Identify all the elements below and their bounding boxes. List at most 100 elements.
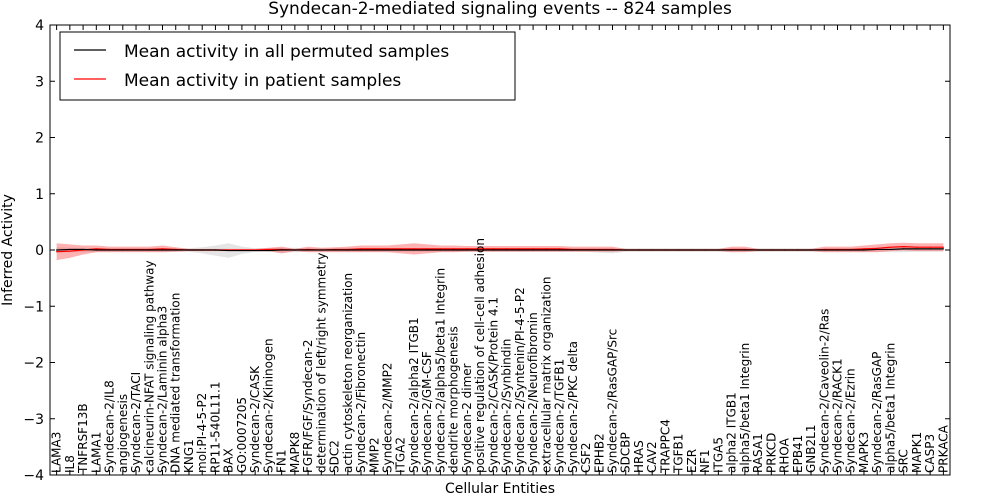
- point-permuted: [863, 249, 865, 251]
- x-tick-label: CASP3: [923, 434, 937, 473]
- x-tick-label: RHOA: [778, 437, 792, 473]
- point-permuted: [108, 249, 111, 251]
- point-patient: [426, 248, 428, 250]
- band-patient: [56, 242, 944, 261]
- point-permuted: [386, 249, 389, 251]
- x-tick-label: DNA mediated transformation: [169, 293, 183, 473]
- x-tick-label: EPHB2: [592, 433, 606, 473]
- point-permuted: [69, 248, 71, 251]
- point-permuted: [545, 249, 547, 251]
- x-tick-label: Syndecan-2/Neurofibromin: [526, 312, 540, 473]
- point-permuted: [360, 249, 362, 251]
- x-tick-label: calcineurin-NFAT signaling pathway: [142, 260, 156, 473]
- point-patient: [558, 248, 561, 250]
- point-permuted: [453, 249, 455, 251]
- point-patient: [916, 246, 918, 248]
- x-tick-label: CAV2: [645, 441, 659, 473]
- point-permuted: [903, 248, 905, 250]
- point-patient: [506, 248, 508, 250]
- point-permuted: [479, 249, 481, 251]
- y-tick-label: 0: [35, 243, 44, 259]
- y-tick-label: 1: [35, 187, 44, 203]
- point-permuted: [228, 249, 230, 252]
- x-tick-label: TGFB1: [672, 434, 686, 474]
- point-patient: [413, 248, 415, 250]
- point-permuted: [625, 249, 627, 251]
- x-tick-label: LAMA1: [89, 432, 103, 473]
- point-permuted: [836, 249, 839, 251]
- x-tick-label: Syndecan-2/Ezrin: [844, 368, 858, 473]
- point-permuted: [492, 249, 494, 251]
- x-tick-label: MAPK8: [288, 432, 302, 473]
- point-permuted: [664, 249, 667, 251]
- x-tick-label: angiogenesis: [116, 394, 130, 473]
- x-tick-label: SRC: [897, 449, 911, 473]
- point-patient: [532, 248, 534, 250]
- point-patient: [903, 246, 905, 248]
- point-permuted: [558, 249, 561, 251]
- y-tick-label: −2: [23, 356, 44, 372]
- legend-box: [59, 31, 516, 101]
- x-tick-label: Syndecan-2/TACI: [129, 372, 143, 473]
- x-tick-label: MAPK1: [910, 432, 924, 473]
- x-tick-label: Syndecan-2/MMP2: [381, 363, 395, 473]
- x-tick-label: EZR: [685, 449, 699, 473]
- point-patient: [386, 248, 389, 250]
- legend-label-patient: Mean activity in patient samples: [124, 71, 401, 91]
- x-tick-label: mol:PI-4-5-P2: [195, 393, 209, 473]
- y-tick-label: 3: [35, 74, 44, 90]
- point-permuted: [148, 249, 150, 251]
- plot-frame: [49, 24, 951, 476]
- y-tick-label: 2: [35, 131, 44, 147]
- point-permuted: [744, 249, 746, 251]
- legend-label-permuted: Mean activity in all permuted samples: [124, 42, 449, 62]
- x-tick-label: SDCBP: [619, 432, 633, 473]
- x-tick-label: Syndecan-2/Fibronectin: [354, 332, 368, 473]
- point-permuted: [426, 249, 428, 251]
- point-permuted: [294, 249, 296, 251]
- point-patient: [453, 248, 455, 250]
- x-tick-label: PRKACA: [936, 424, 950, 473]
- point-patient: [267, 248, 269, 251]
- x-tick-label: actin cytoskeleton reorganization: [341, 273, 355, 473]
- y-tick-label: −4: [23, 468, 44, 484]
- x-tick-label: KNG1: [182, 439, 196, 473]
- point-permuted: [400, 249, 402, 251]
- point-permuted: [757, 249, 759, 251]
- x-tick-label: positive regulation of cell-cell adhesio…: [473, 238, 487, 473]
- point-permuted: [161, 249, 164, 251]
- point-patient: [69, 250, 71, 252]
- x-tick-label: BAX: [222, 448, 236, 473]
- point-permuted: [770, 249, 772, 251]
- x-tick-label: alpha2 ITGB1: [725, 392, 739, 473]
- x-tick-label: Syndecan-2/IL8: [103, 380, 117, 473]
- x-tick-label: Syndecan-2/Kininogen: [261, 338, 275, 473]
- x-tick-label: RP11-540L11.1: [208, 382, 222, 473]
- x-tick-label: ITGA5: [711, 437, 725, 473]
- point-permuted: [214, 249, 217, 251]
- series-lines: [56, 246, 944, 253]
- point-permuted: [56, 249, 58, 251]
- x-tick-label: Syndecan-2/PKC delta: [566, 341, 580, 473]
- point-patient: [863, 248, 865, 250]
- x-tick-label: Syndecan-2/CASK/Protein 4.1: [486, 297, 500, 473]
- point-permuted: [731, 249, 733, 251]
- point-permuted: [241, 249, 243, 252]
- line-permuted: [56, 248, 944, 252]
- x-tick-label: Syndecan-2/Syntenin/PI-4-5-P2: [513, 287, 527, 473]
- point-permuted: [678, 249, 680, 251]
- x-tick-label: TRAPPC4: [658, 419, 672, 474]
- x-tick-label: MMP2: [367, 437, 381, 473]
- point-patient: [466, 248, 468, 250]
- x-tick-label: dendrite morphogenesis: [447, 326, 461, 473]
- point-patient: [545, 248, 547, 250]
- x-tick-label: Syndecan-2 dimer: [460, 363, 474, 473]
- point-permuted: [704, 249, 706, 251]
- point-patient: [56, 251, 58, 253]
- point-patient: [492, 248, 494, 250]
- y-tick-label: −1: [23, 299, 44, 315]
- point-patient: [439, 248, 442, 250]
- x-tick-label: Syndecan-2/RasGAP/Src: [606, 329, 620, 473]
